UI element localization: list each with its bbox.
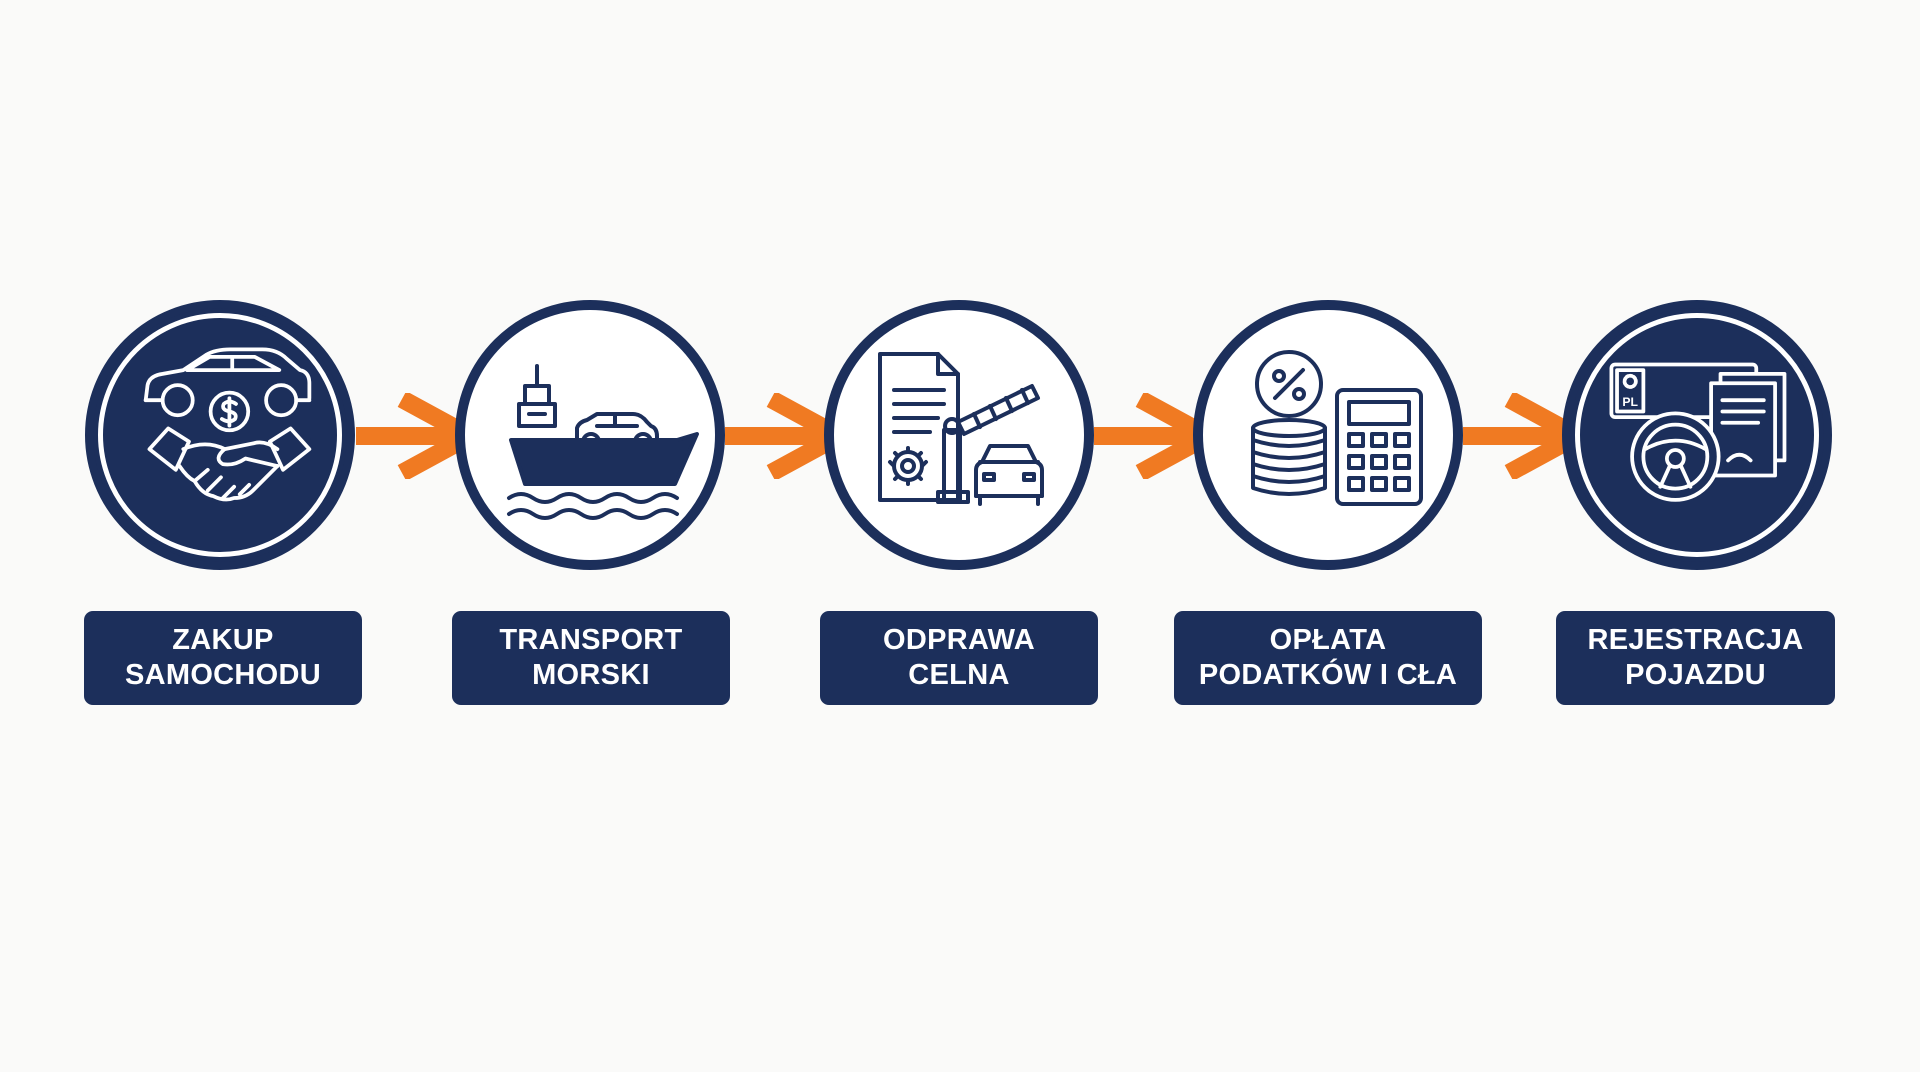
step-label-line: CELNA	[908, 659, 1010, 691]
step-label-line: PODATKÓW I CŁA	[1198, 659, 1458, 691]
step-5-label: REJESTRACJA POJAZDU	[1556, 611, 1835, 705]
step-label-line: OPŁATA	[1269, 624, 1387, 656]
coins-calculator-percent-icon	[1251, 350, 1423, 506]
step-label-line: MORSKI	[532, 659, 650, 691]
step-label-line: TRANSPORT	[499, 624, 683, 656]
step-label-line: ZAKUP	[172, 624, 274, 656]
step-2-label: TRANSPORT MORSKI	[452, 611, 730, 705]
customs-document-barrier-icon	[878, 352, 1044, 506]
step-1-label: ZAKUP SAMOCHODU	[84, 611, 362, 705]
step-3-label: ODPRAWA CELNA	[820, 611, 1098, 705]
step-3-circle	[824, 300, 1094, 570]
car-purchase-handshake-icon	[143, 347, 312, 502]
step-1-circle	[85, 300, 355, 570]
plate-steering-documents-icon: PL	[1609, 362, 1787, 502]
cargo-ship-car-icon	[507, 364, 699, 520]
plate-country-code: PL	[1622, 395, 1638, 409]
step-4-circle	[1193, 300, 1463, 570]
step-label-line: REJESTRACJA	[1587, 624, 1804, 656]
step-2-circle	[455, 300, 725, 570]
step-5-circle: PL	[1562, 300, 1832, 570]
step-label-line: SAMOCHODU	[124, 659, 322, 691]
step-label-line: ODPRAWA	[883, 624, 1035, 656]
step-label-line: POJAZDU	[1625, 659, 1766, 691]
step-4-label: OPŁATA PODATKÓW I CŁA	[1174, 611, 1482, 705]
